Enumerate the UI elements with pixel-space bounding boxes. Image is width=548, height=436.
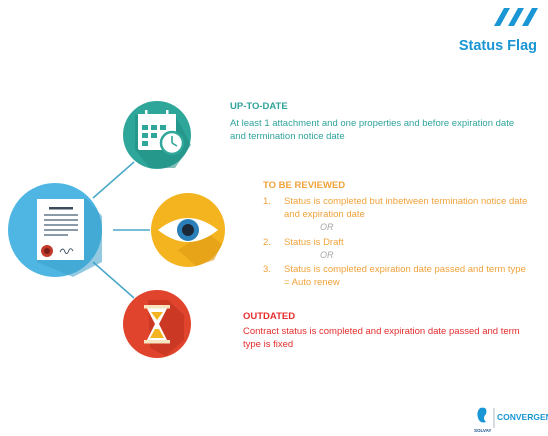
solvay-logo [477, 407, 495, 428]
calendar-clock-icon [123, 101, 191, 169]
contract-document-icon [8, 183, 102, 277]
review-item-number: 2. [263, 237, 271, 248]
review-or-label: OR [320, 222, 334, 232]
outdated-title: OUTDATED [243, 311, 296, 322]
review-item-number: 3. [263, 264, 271, 275]
review-item-text: Status is completed expiration date pass… [284, 264, 526, 288]
review-or-label: OR [320, 250, 334, 260]
review-title: TO BE REVIEWED [263, 180, 346, 191]
review-item-text: Status is completed but inbetween termin… [284, 196, 528, 220]
logo-brand-text: CONVERGENCI [497, 412, 548, 422]
outdated-description: Contract status is completed and expirat… [243, 326, 520, 350]
hourglass-icon [123, 290, 191, 358]
logo-small-text: SOLVAY [474, 428, 492, 433]
uptodate-description: At least 1 attachment and one properties… [230, 118, 515, 142]
uptodate-title: UP-TO-DATE [230, 101, 288, 112]
eye-icon [151, 193, 225, 267]
connector-uptodate [92, 161, 135, 199]
review-item-number: 1. [263, 196, 271, 207]
page-title: Status Flag [458, 38, 537, 54]
review-item-text: Status is Draft [284, 237, 344, 248]
decorative-slashes [494, 8, 538, 26]
connector-outdated [92, 261, 135, 299]
